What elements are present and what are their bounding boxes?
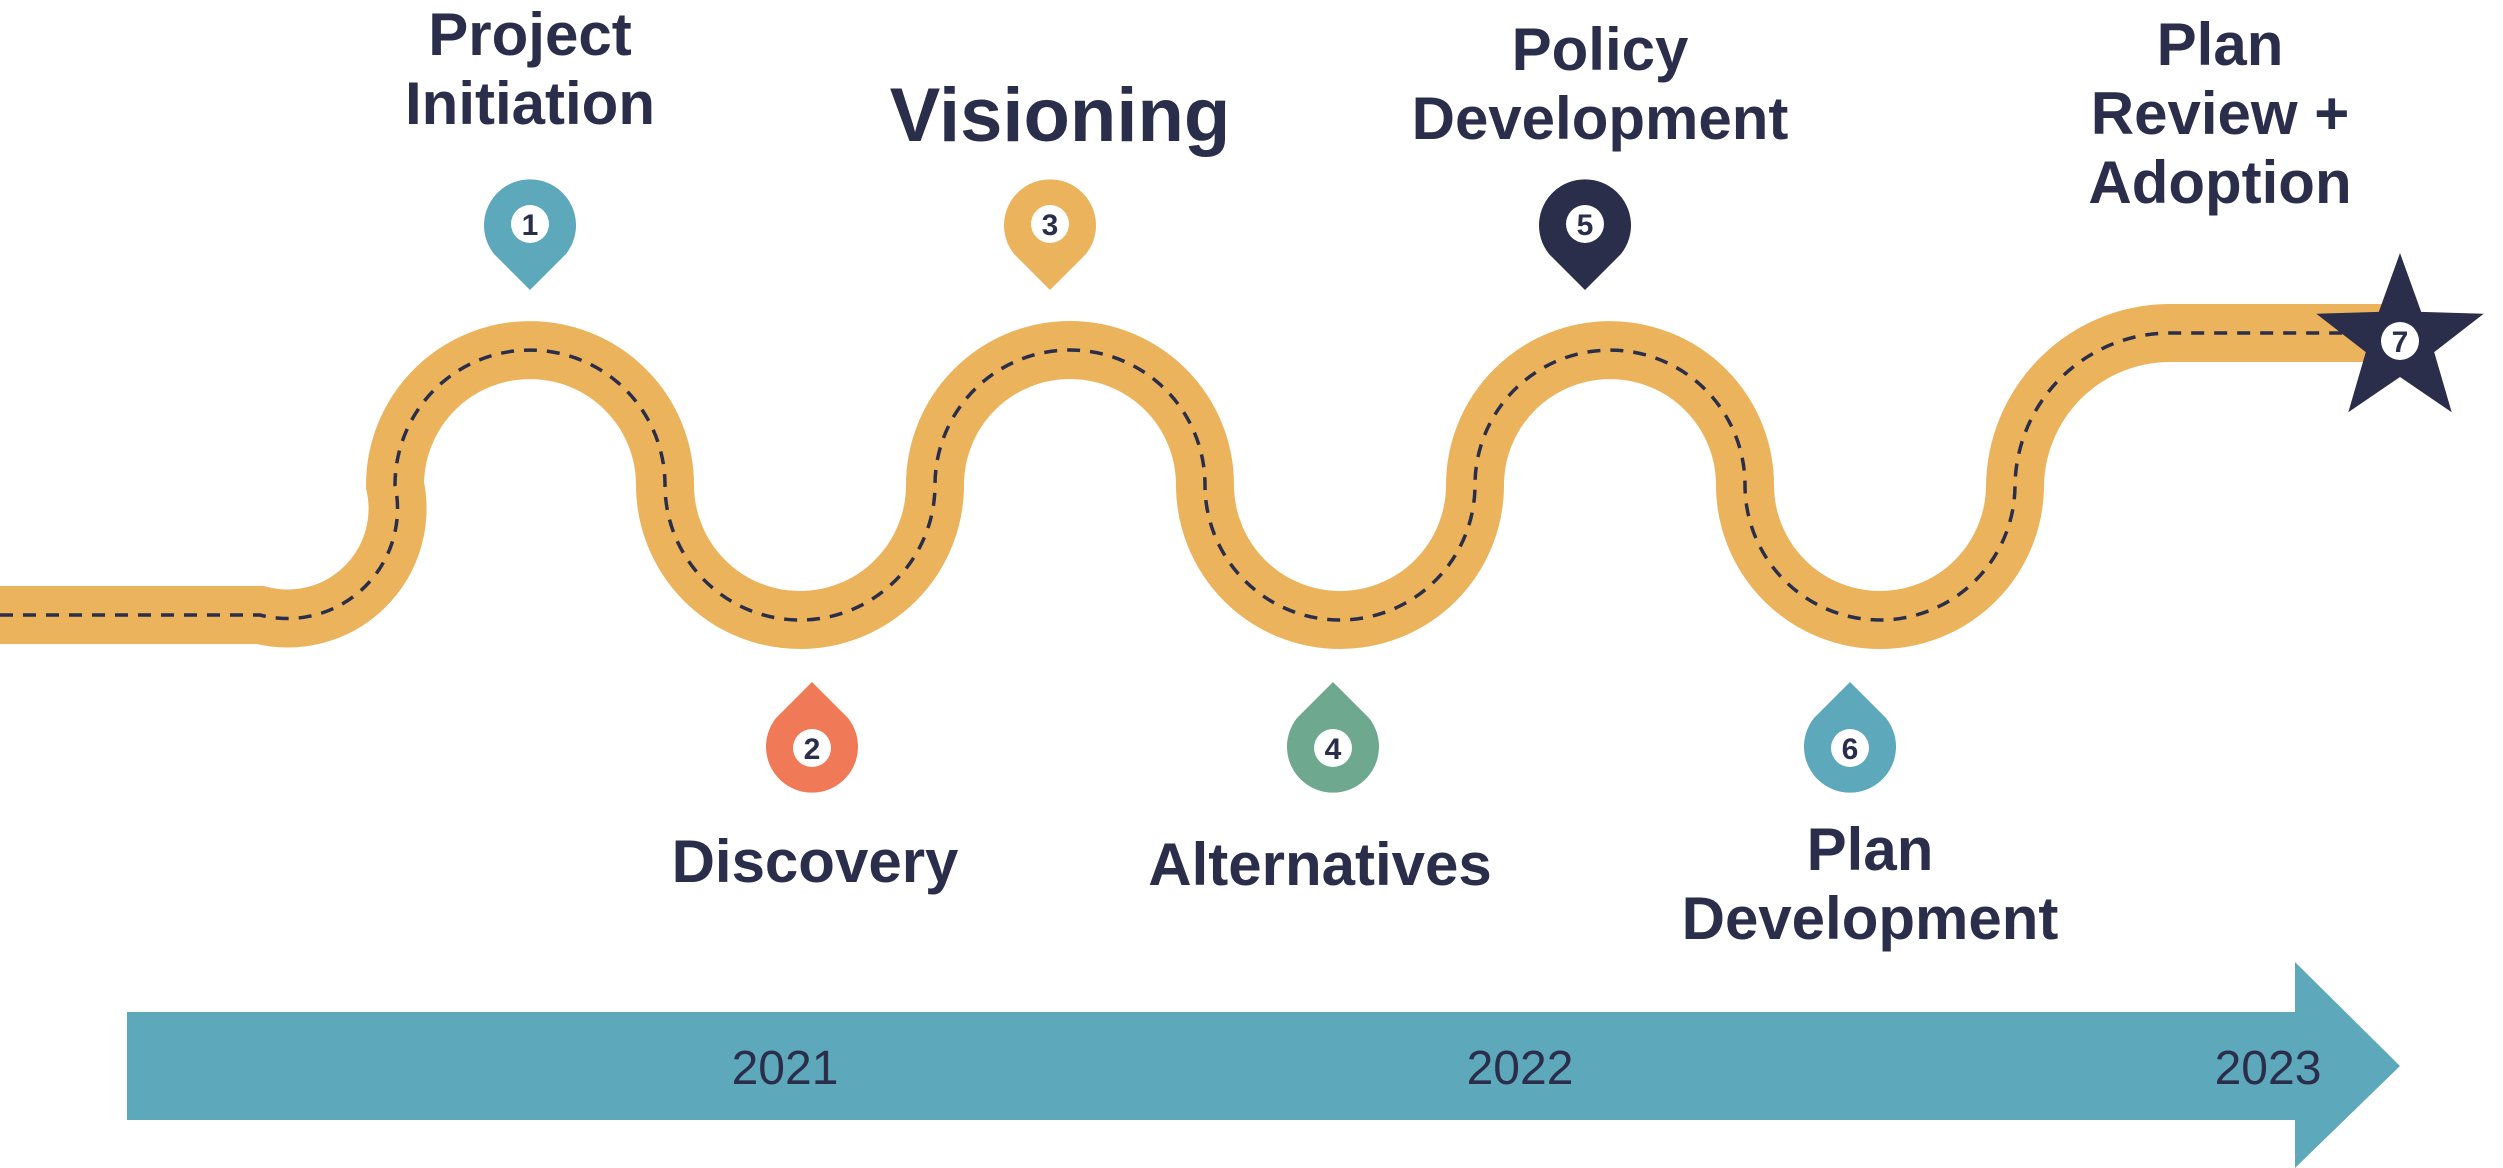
map-pin-4: 4 bbox=[1287, 682, 1379, 793]
year-label-2023: 2023 bbox=[2215, 1042, 2322, 1095]
map-pin-6: 6 bbox=[1804, 682, 1896, 793]
winding-road bbox=[0, 304, 2395, 649]
map-pin-3: 3 bbox=[1004, 179, 1096, 290]
map-pin-2: 2 bbox=[766, 682, 859, 793]
milestone-label-7: Plan Review + Adoption bbox=[2088, 11, 2352, 216]
milestone-label-2: Discovery bbox=[671, 828, 959, 895]
map-pin-1: 1 bbox=[484, 179, 577, 290]
marker-number-circle bbox=[793, 729, 831, 767]
milestone-label-3: Visioning bbox=[889, 73, 1231, 158]
timeline-arrow bbox=[127, 962, 2400, 1168]
milestone-markers: 1 2 3 4 5 6 7 bbox=[484, 179, 2484, 793]
map-pin-5: 5 bbox=[1538, 179, 1631, 290]
marker-number: 5 bbox=[1577, 209, 1594, 242]
milestone-label-6: Plan Development bbox=[1681, 816, 2059, 952]
year-label-2021: 2021 bbox=[732, 1042, 839, 1095]
marker-number-circle bbox=[1831, 729, 1869, 767]
milestone-label-1: Project Initiation bbox=[405, 1, 655, 137]
milestone-label-4: Alternatives bbox=[1148, 831, 1492, 898]
milestone-label-5: Policy Development bbox=[1411, 16, 1789, 152]
marker-number-circle bbox=[1031, 205, 1069, 243]
marker-number-circle bbox=[1314, 729, 1352, 767]
marker-number: 1 bbox=[522, 209, 539, 242]
year-label-2022: 2022 bbox=[1467, 1042, 1574, 1095]
marker-number-circle bbox=[1566, 205, 1604, 243]
marker-number: 3 bbox=[1042, 209, 1059, 242]
marker-number-circle bbox=[511, 205, 549, 243]
marker-number: 6 bbox=[1842, 733, 1859, 766]
marker-number: 2 bbox=[804, 733, 821, 766]
marker-number: 7 bbox=[2392, 326, 2409, 359]
road-center-line bbox=[0, 331, 2395, 622]
marker-number-circle bbox=[2381, 322, 2419, 360]
star-marker-7: 7 bbox=[2316, 253, 2484, 413]
marker-number: 4 bbox=[1325, 733, 1342, 766]
